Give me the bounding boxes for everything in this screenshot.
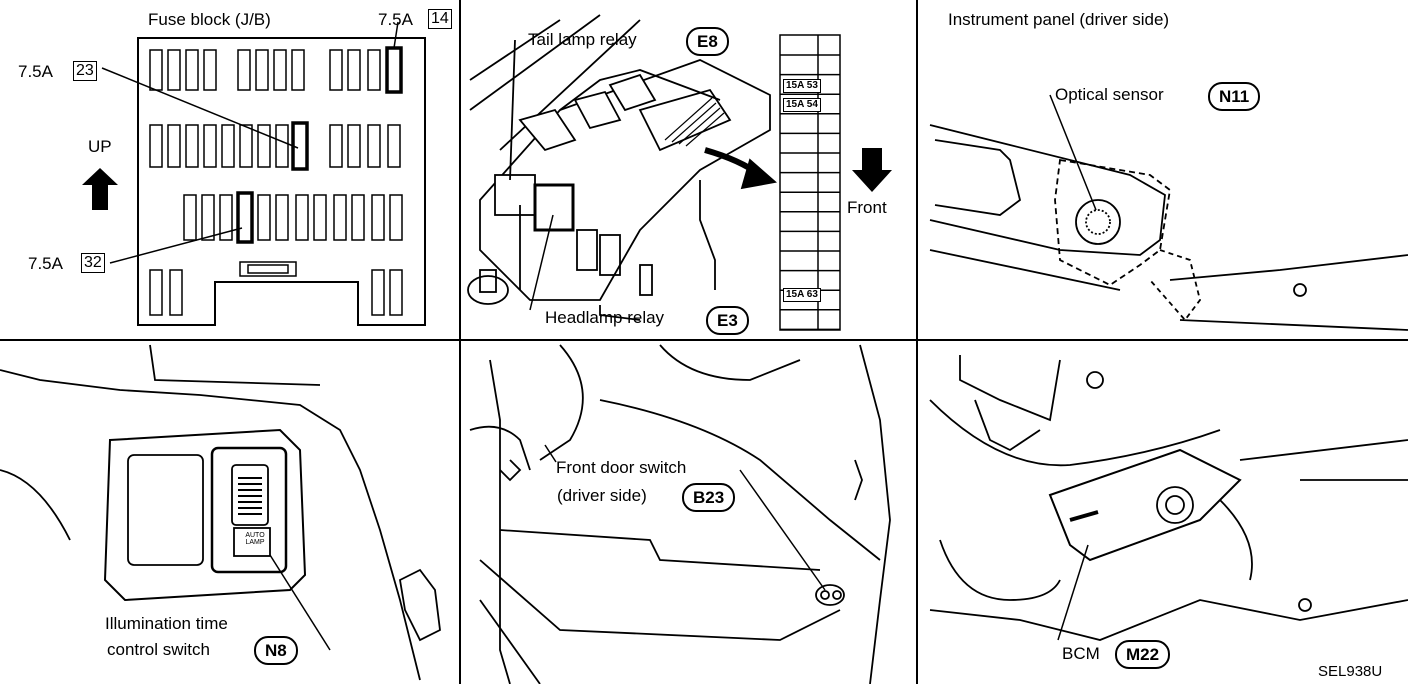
bcm-code: M22 [1115,640,1171,669]
bcm-panel-drawing [929,355,1408,641]
headlamp-relay-code: E3 [706,306,749,335]
illumination-switch-label-line2: control switch [107,640,210,659]
illumination-switch-code: N8 [254,636,298,665]
door-panel-drawing [469,344,891,684]
optical-sensor-code: N11 [1208,82,1261,111]
fuse-block-title: Fuse block (J/B) [148,10,271,29]
front-arrow-icon [852,148,892,192]
fuse-32-rating: 7.5A [28,254,63,273]
fuse-14-number: 14 [428,9,452,29]
relay-box-drawing [467,14,777,321]
illumination-switch-label-line1: Illumination time [105,614,228,633]
switch-panel-drawing [0,344,441,681]
front-label: Front [847,198,887,217]
door-switch-label-line1: Front door switch [556,458,687,477]
door-switch-code: B23 [682,483,736,512]
relay-fuse-54: 15A 54 [783,98,821,112]
door-switch-label-line2: (driver side) [557,486,647,505]
up-arrow-icon [82,168,118,210]
relay-fuse-63: 15A 63 [783,288,821,302]
fuse-block-drawing [101,21,426,326]
headlamp-relay-label: Headlamp relay [545,308,665,327]
instrument-panel-title: Instrument panel (driver side) [948,10,1170,29]
bcm-label: BCM [1062,644,1100,663]
fuse-23-number: 23 [73,61,97,81]
tail-lamp-relay-label: Tail lamp relay [528,30,637,49]
auto-lamp-switch-text: AUTO LAMP [245,532,265,546]
instrument-panel-drawing [929,94,1408,331]
relay-fuse-53: 15A 53 [783,79,821,93]
fuse-14-rating: 7.5A [378,10,413,29]
optical-sensor-label: Optical sensor [1055,85,1164,104]
fuse-23-rating: 7.5A [18,62,53,81]
up-label: UP [88,137,112,156]
fuse-32-number: 32 [81,253,105,273]
tail-lamp-relay-code: E8 [686,27,729,56]
figure-reference: SEL938U [1318,663,1383,680]
